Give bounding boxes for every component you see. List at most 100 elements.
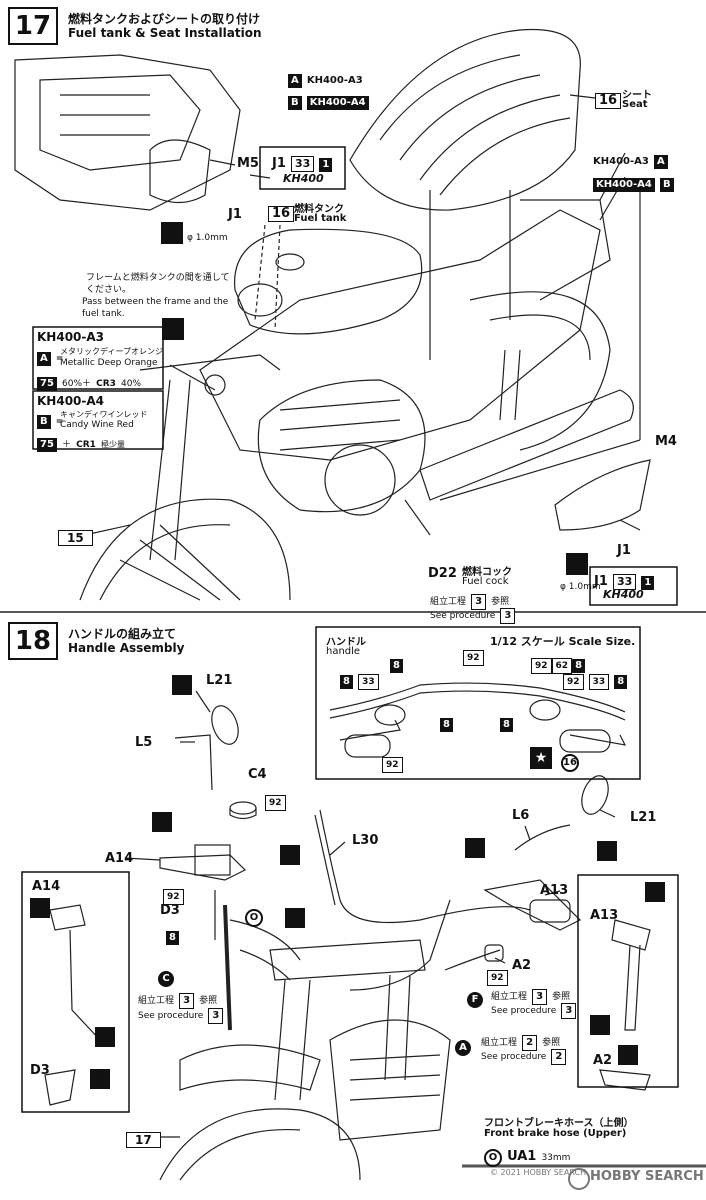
color-a-mix-code: 75: [37, 377, 57, 391]
detail-a13-label: A13: [590, 908, 619, 923]
proc-a-ja: 組立工程 2 参照: [481, 1030, 560, 1051]
letter-b-right-badge: B: [659, 178, 674, 192]
proc-f-en-text: See procedure: [491, 1006, 557, 1016]
part-c4: C4: [248, 767, 267, 782]
glue-icon-l30: [280, 845, 300, 865]
glue-icon-detail-a2: [618, 1045, 638, 1065]
color-a-mix: 75 60%＋ CR3 40%: [37, 371, 141, 391]
caution-icon: [162, 318, 184, 340]
hose-spec: O UA1 33mm: [484, 1145, 570, 1167]
scale-p92-bottom: 92: [382, 757, 403, 773]
hose-length: 33mm: [541, 1153, 571, 1163]
proc-ref-17-en: See procedure 3: [430, 603, 516, 624]
glue-icon-detail-a13b: [590, 1015, 610, 1035]
scale-p16: 16: [561, 754, 579, 772]
color-b-small: 極少量: [101, 440, 126, 449]
scale-p8-r2: 8: [614, 675, 628, 689]
d3-p8: 8: [166, 931, 179, 945]
hose-part: UA1: [507, 1149, 537, 1164]
proc-a-ja-prefix: 組立工程: [481, 1038, 518, 1048]
marker-f-wrap: F: [467, 987, 483, 1008]
scale-p92-r2: 92: [563, 674, 584, 690]
color-a-row: A =: [37, 346, 63, 366]
marker-c-wrap: C: [158, 966, 174, 987]
c4-p92: 92: [265, 795, 286, 811]
glue-icon-detail-d3: [90, 1069, 110, 1089]
scale-title: 1/12 スケール Scale Size.: [490, 635, 636, 648]
color-b-mix: 75 ＋ CR1 極少量: [37, 432, 125, 452]
step-number-18: 18: [8, 622, 58, 660]
glue-icon-detail-a14b: [95, 1027, 115, 1047]
proc-c-en-text: See procedure: [138, 1011, 204, 1021]
step18-title-en: Handle Assembly: [68, 641, 185, 655]
part-15-label: 15: [58, 527, 93, 546]
part-l21-left: L21: [206, 673, 233, 688]
marker-o-wrap: O: [245, 905, 263, 927]
part-l21-right: L21: [630, 810, 657, 825]
part-m4: M4: [655, 434, 677, 449]
seat-ja: シート: [622, 90, 652, 101]
proc-ref-17-ja: 組立工程 3 参照: [430, 589, 509, 610]
scale-p8-b: 8: [390, 659, 403, 673]
glue-icon-a14: [152, 812, 172, 832]
proc17-ja-prefix: 組立工程: [430, 597, 467, 607]
proc-a-en-text: See procedure: [481, 1052, 547, 1062]
seat-label: 16: [595, 89, 622, 109]
d3-p92-wrap: 92: [163, 884, 184, 905]
proc-a-num-en: 2: [551, 1049, 567, 1065]
variant-a-right: KH400-A3 A: [593, 149, 668, 169]
decal-33-box: 33: [290, 156, 315, 172]
part-15: 15: [58, 530, 93, 546]
color-b-ja: キャンディワインレッド: [60, 410, 148, 419]
marker-o: O: [245, 909, 263, 927]
color-a-en: Metallic Deep Orange: [60, 358, 158, 368]
proc-c-en: See procedure 3: [138, 1003, 224, 1024]
marker-a: A: [455, 1040, 471, 1056]
scale-p8-d-wrap: 8: [500, 712, 513, 732]
proc17-ja-suffix: 参照: [491, 597, 510, 607]
decal-j1-top: J1 33 1: [272, 152, 333, 172]
proc-f-en: See procedure 3: [491, 998, 577, 1019]
color-a-ja: メタリックディープオレンジ: [60, 347, 163, 356]
fuel-cock-ja: 燃料コック: [462, 567, 512, 578]
tank-en: Fuel tank: [294, 213, 347, 224]
variant-b-right-name: KH400-A4: [593, 178, 655, 192]
marker-a-wrap: A: [455, 1035, 471, 1056]
decal-1-box: 1: [319, 158, 333, 172]
seat-en: Seat: [622, 99, 648, 110]
decal-1-right: 1: [641, 576, 655, 590]
scale-p16-wrap: 16: [561, 750, 579, 772]
proc17-num: 3: [471, 594, 487, 610]
variant-b-right: KH400-A4 B: [593, 172, 674, 192]
star-icon: ★: [530, 747, 552, 769]
a2-p92: 92: [487, 970, 508, 986]
d3-p92: 92: [163, 889, 184, 905]
glue-icon-l21r: [597, 841, 617, 861]
brake-hose-ja: フロントブレーキホース（上側）: [484, 1118, 634, 1129]
scale-p8-r: 8: [572, 659, 586, 673]
proc-a-num: 2: [522, 1035, 538, 1051]
detail-a2-label: A2: [593, 1053, 613, 1068]
scale-p33-a: 33: [358, 674, 379, 690]
scale-p92-bottom-wrap: 92: [382, 752, 403, 773]
scale-handle-ja: ハンドル: [326, 637, 366, 648]
glue-icon-detail-a13: [645, 882, 665, 902]
glue-icon-l21: [172, 675, 192, 695]
step-title-ja: 燃料タンクおよびシートの取り付け: [68, 12, 261, 26]
kh400-logo-top: KH400: [283, 172, 324, 185]
drill-icon-right: [566, 553, 588, 575]
part-a14: A14: [105, 851, 134, 866]
scale-p92-r: 92: [531, 658, 552, 674]
decal-j1-label: J1: [272, 156, 286, 171]
proc-c-num-en: 3: [208, 1008, 224, 1024]
watermark-logo-icon: [568, 1168, 590, 1190]
detail-a14-label: A14: [32, 879, 61, 894]
drill-icon: [161, 222, 183, 244]
proc-a-ja-suffix: 参照: [542, 1038, 561, 1048]
proc-f-ja-prefix: 組立工程: [491, 992, 528, 1002]
glue-icon-detail-a14: [30, 898, 50, 918]
part-l5: L5: [135, 735, 153, 750]
color-a-letter: A: [37, 352, 51, 366]
